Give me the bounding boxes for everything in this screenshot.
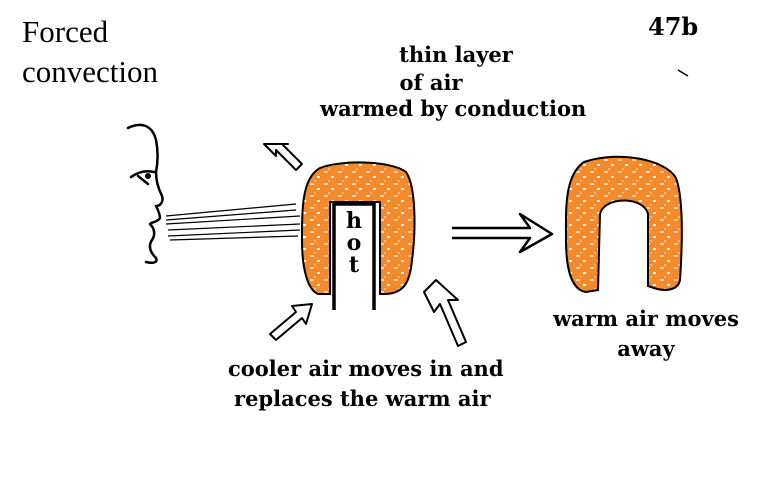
movement-arrow — [452, 212, 554, 254]
stray-mark — [677, 69, 689, 77]
bottom-label-line-1: cooler air moves in and — [228, 356, 504, 381]
hot-letter-h: h — [346, 208, 362, 234]
title-line-2: convection — [22, 54, 159, 89]
air-arrow-bottom-right — [423, 279, 467, 347]
right-label-line-2: away — [617, 336, 675, 361]
top-label-line-3: warmed by conduction — [320, 96, 587, 121]
right-label-line-1: warm air moves — [553, 306, 739, 331]
eye — [145, 173, 151, 179]
title-line-1: Forced — [22, 14, 109, 49]
hot-letter-o: o — [346, 230, 362, 256]
warm-air-layer-left — [300, 161, 416, 295]
air-stream-lines — [165, 203, 301, 241]
hot-letter-t: t — [348, 252, 360, 278]
page-number: 47b — [648, 12, 699, 41]
air-arrow-top-left — [263, 143, 303, 171]
warm-air-blob-right — [564, 155, 683, 294]
top-label-line-2: of air — [399, 70, 463, 95]
bottom-label-line-2: replaces the warm air — [234, 386, 491, 411]
top-label-line-1: thin layer — [399, 42, 513, 67]
air-arrow-bottom-left — [269, 303, 313, 341]
face-profile — [126, 123, 164, 265]
